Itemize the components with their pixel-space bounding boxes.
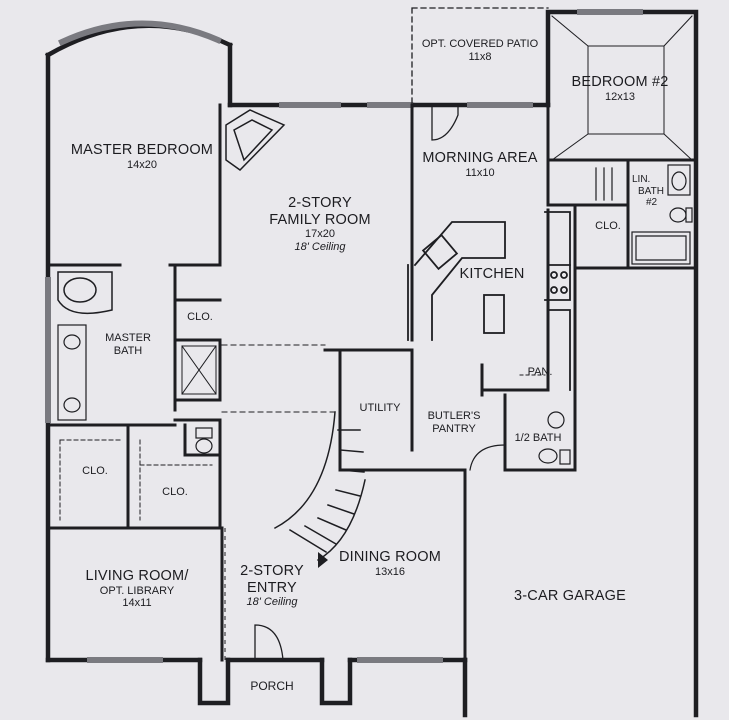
dining-room-name: DINING ROOM (338, 549, 442, 565)
pan-label: PAN. (527, 366, 553, 378)
staircase (273, 411, 366, 562)
family-room-dims: 17x20 (305, 228, 335, 241)
living-room-dims: 14x11 (122, 597, 152, 610)
bedroom2-tray-ceiling (551, 15, 693, 161)
entry-name-2: ENTRY (247, 579, 297, 596)
kitchen-label: KITCHEN (452, 266, 532, 283)
lin-label: LIN. (632, 174, 651, 185)
porch-label: PORCH (250, 679, 294, 693)
windows (45, 9, 643, 663)
dining-wall-marker (318, 552, 328, 568)
master-vanities (57, 324, 87, 421)
bedroom2-closet-label: CLO. (595, 220, 621, 232)
entry-label: 2-STORY ENTRY 18' Ceiling (224, 563, 320, 609)
family-room-name-1: 2-STORY (288, 195, 352, 211)
bedroom2-dims: 12x13 (605, 90, 635, 103)
walk-in-closet-right-label: CLO. (162, 486, 188, 498)
bedroom2-label: BEDROOM #2 12x13 (560, 74, 680, 103)
bath2-number: #2 (646, 197, 658, 208)
master-bath-line1: MASTER (105, 332, 151, 344)
butlers-pantry-line2: PANTRY (432, 422, 476, 435)
master-bath-closet-label: CLO. (187, 311, 213, 323)
master-bath-line2: BATH (113, 344, 143, 357)
room-openings (221, 104, 413, 413)
master-bedroom-label: MASTER BEDROOM 14x20 (62, 142, 222, 171)
patio-outline (411, 7, 549, 106)
bath2-fixtures (595, 164, 693, 265)
dining-room-label: DINING ROOM 13x16 (325, 549, 455, 578)
butlers-pantry-label: BUTLER'S PANTRY (414, 410, 494, 435)
morning-area-dims: 11x10 (465, 166, 495, 179)
morning-area-name: MORNING AREA (422, 150, 538, 166)
garage-label: 3-CAR GARAGE (490, 588, 650, 605)
bedroom2-name: BEDROOM #2 (571, 74, 669, 90)
garage-door-swing (469, 444, 506, 471)
patio-door (431, 104, 459, 141)
master-bedroom-name: MASTER BEDROOM (70, 142, 214, 158)
entry-name-1: 2-STORY (240, 563, 304, 579)
family-room-ceiling: 18' Ceiling (294, 240, 346, 253)
master-bath-label: MASTER BATH (98, 332, 158, 357)
living-room-name-1: LIVING ROOM/ (85, 568, 189, 584)
patio-name: OPT. COVERED PATIO (421, 38, 539, 50)
family-room-label: 2-STORY FAMILY ROOM 17x20 18' Ceiling (250, 195, 390, 254)
family-room-name-2: FAMILY ROOM (269, 211, 371, 228)
fireplace (225, 109, 286, 171)
patio-label: OPT. COVERED PATIO 11x8 (413, 38, 547, 63)
half-bath-label: 1/2 BATH (514, 432, 562, 444)
master-tub (57, 271, 113, 315)
lin-bath-label: LIN. BATH #2 (632, 174, 672, 209)
closet-hanging-lines (59, 439, 213, 521)
kitchen-counters (407, 211, 571, 391)
kitchen-name: KITCHEN (459, 266, 525, 282)
master-shower (181, 345, 217, 395)
half-bath-fixtures (538, 411, 571, 465)
morning-area-label: MORNING AREA 11x10 (410, 150, 550, 179)
patio-dims: 11x8 (468, 50, 492, 63)
master-bedroom-dims: 14x20 (127, 158, 157, 171)
entry-ceiling: 18' Ceiling (246, 596, 298, 609)
front-door (254, 624, 284, 661)
garage-name: 3-CAR GARAGE (514, 588, 626, 604)
master-toilet (195, 427, 213, 454)
walk-in-closet-left-label: CLO. (82, 465, 108, 477)
butlers-pantry-line1: BUTLER'S (427, 410, 481, 422)
living-room-label: LIVING ROOM/ OPT. LIBRARY 14x11 (62, 568, 212, 610)
dining-room-dims: 13x16 (375, 565, 405, 578)
utility-label: UTILITY (359, 402, 401, 414)
living-room-name-2: OPT. LIBRARY (99, 584, 175, 597)
bath2-label: BATH (638, 185, 664, 197)
interior-walls (46, 103, 698, 662)
